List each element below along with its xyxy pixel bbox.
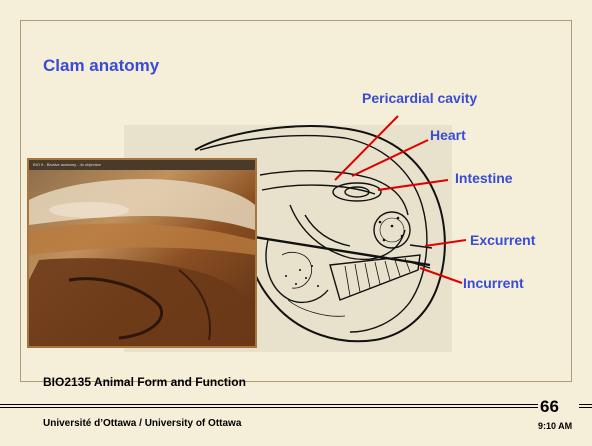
slide-time: 9:10 AM xyxy=(538,421,572,431)
clam-photo: BIO 9 - Bivalve anatomy - 4x objective xyxy=(27,158,257,348)
label-excurrent: Excurrent xyxy=(470,232,535,248)
pericardial-arrow xyxy=(335,116,398,180)
heart-arrow xyxy=(352,140,428,176)
footer-rule-right xyxy=(579,404,592,408)
photo-caption: BIO 9 - Bivalve anatomy - 4x objective xyxy=(33,162,101,167)
label-heart: Heart xyxy=(430,127,466,143)
incurrent-arrow xyxy=(420,268,462,283)
label-intestine: Intestine xyxy=(455,170,513,186)
label-pericardial-cavity: Pericardial cavity xyxy=(362,90,477,106)
footer-rule-left xyxy=(0,404,538,408)
university-name: Université d’Ottawa / University of Otta… xyxy=(43,418,241,429)
label-incurrent: Incurrent xyxy=(463,275,524,291)
page-number: 66 xyxy=(540,397,559,417)
intestine-arrow xyxy=(378,180,448,190)
course-name: BIO2135 Animal Form and Function xyxy=(43,375,246,389)
